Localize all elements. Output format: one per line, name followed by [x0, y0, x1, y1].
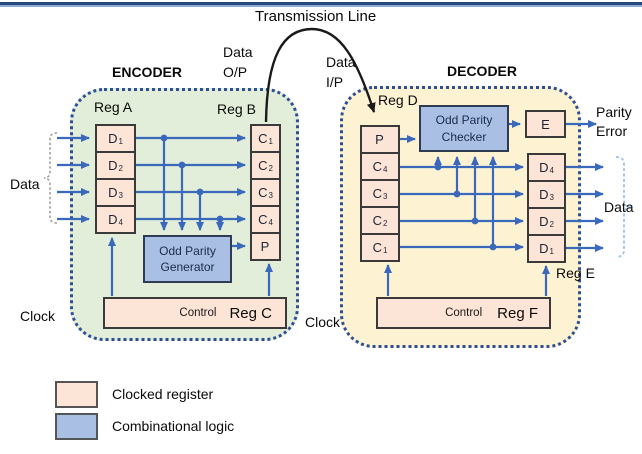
cell-sub: 4: [118, 217, 123, 227]
cell-sub: 4: [268, 217, 273, 227]
reg-f-label: Reg F: [497, 304, 538, 322]
opg-line1: Odd Parity: [159, 243, 216, 258]
cell-sub: 1: [549, 246, 554, 256]
cell-sub: 3: [118, 190, 123, 200]
reg-b-label: Reg B: [217, 101, 256, 117]
cell-sub: 4: [382, 164, 388, 174]
cell-text: C: [372, 159, 382, 174]
control-c-label: Control: [179, 307, 217, 319]
cell-text: D: [108, 131, 118, 146]
error-flag-cell: E: [525, 110, 566, 138]
clock-encoder-label: Clock: [20, 308, 56, 324]
data-output-line1: Data: [223, 44, 253, 60]
top-divider-line: [0, 2, 642, 7]
parity-error-line1: Parity: [596, 104, 632, 120]
cell-text: C: [258, 185, 268, 200]
cell-text: C: [258, 158, 268, 173]
cell-sub: 1: [268, 136, 273, 146]
cell-text: D: [108, 185, 118, 200]
reg-a-label: Reg A: [94, 99, 133, 115]
legend-swatch-combinational-logic: [55, 413, 98, 440]
transmission-line-label: Transmission Line: [255, 8, 377, 25]
odd-parity-checker-box: Odd Parity Checker: [419, 105, 509, 152]
opc-line2: Checker: [441, 129, 487, 144]
cell-text: D: [539, 187, 549, 202]
data-input-line1: Data: [326, 54, 356, 70]
data-output-line2: O/P: [223, 64, 248, 80]
parity-error-line2: Error: [596, 123, 628, 139]
reg-c-label: Reg C: [229, 304, 272, 322]
legend-label-clocked-register: Clocked register: [112, 386, 214, 402]
cell-sub: 2: [118, 163, 123, 173]
opg-line2: Generator: [160, 260, 215, 274]
odd-parity-generator-box: Odd Parity Generator: [143, 235, 232, 283]
reg-d-label: Reg D: [378, 92, 418, 108]
opc-line1: Odd Parity: [435, 113, 493, 128]
reg-b-cell-p: P: [250, 232, 281, 261]
cell-sub: 4: [549, 165, 554, 175]
cell-text: C: [372, 186, 382, 201]
cell-text: D: [108, 158, 118, 173]
data-right-label: Data: [604, 199, 634, 215]
cell-text: D: [539, 160, 549, 175]
reg-d-cell-p: P: [360, 125, 400, 154]
cell-sub: 3: [549, 192, 554, 202]
legend-label-combinational-logic: Combinational logic: [112, 418, 235, 434]
reg-e-label: Reg E: [556, 265, 595, 281]
cell-sub: 2: [268, 163, 273, 173]
cell-text: D: [108, 212, 118, 227]
parity-error-label: Parity Error: [596, 103, 632, 141]
decoder-title: DECODER: [447, 63, 518, 79]
data-output-label: Data O/P: [223, 42, 253, 82]
legend-swatch-clocked-register: [55, 381, 98, 408]
data-left-label: Data: [10, 176, 40, 192]
encoder-title: ENCODER: [112, 64, 183, 80]
cell-text: D: [539, 241, 549, 256]
cell-text: C: [258, 212, 268, 227]
clock-decoder-label: Clock: [305, 314, 341, 330]
cell-sub: 1: [382, 245, 388, 255]
input-bracket: [43, 132, 58, 224]
data-input-label: Data I/P: [326, 52, 356, 92]
cell-text: P: [260, 239, 270, 254]
cell-text: C: [372, 240, 382, 255]
cell-sub: 3: [268, 190, 273, 200]
control-f-label: Control: [445, 307, 483, 319]
cell-sub: 2: [549, 219, 554, 229]
cell-sub: 2: [382, 218, 388, 228]
cell-text: D: [539, 214, 549, 229]
cell-text: C: [258, 131, 268, 146]
data-input-line2: I/P: [326, 74, 344, 90]
control-reg-c-box: Control Reg C: [103, 297, 287, 329]
cell-sub: 3: [382, 191, 388, 201]
cell-sub: 1: [118, 136, 123, 146]
cell-text: C: [372, 213, 382, 228]
cell-text: P: [375, 132, 384, 147]
control-reg-f-box: Control Reg F: [376, 297, 551, 329]
